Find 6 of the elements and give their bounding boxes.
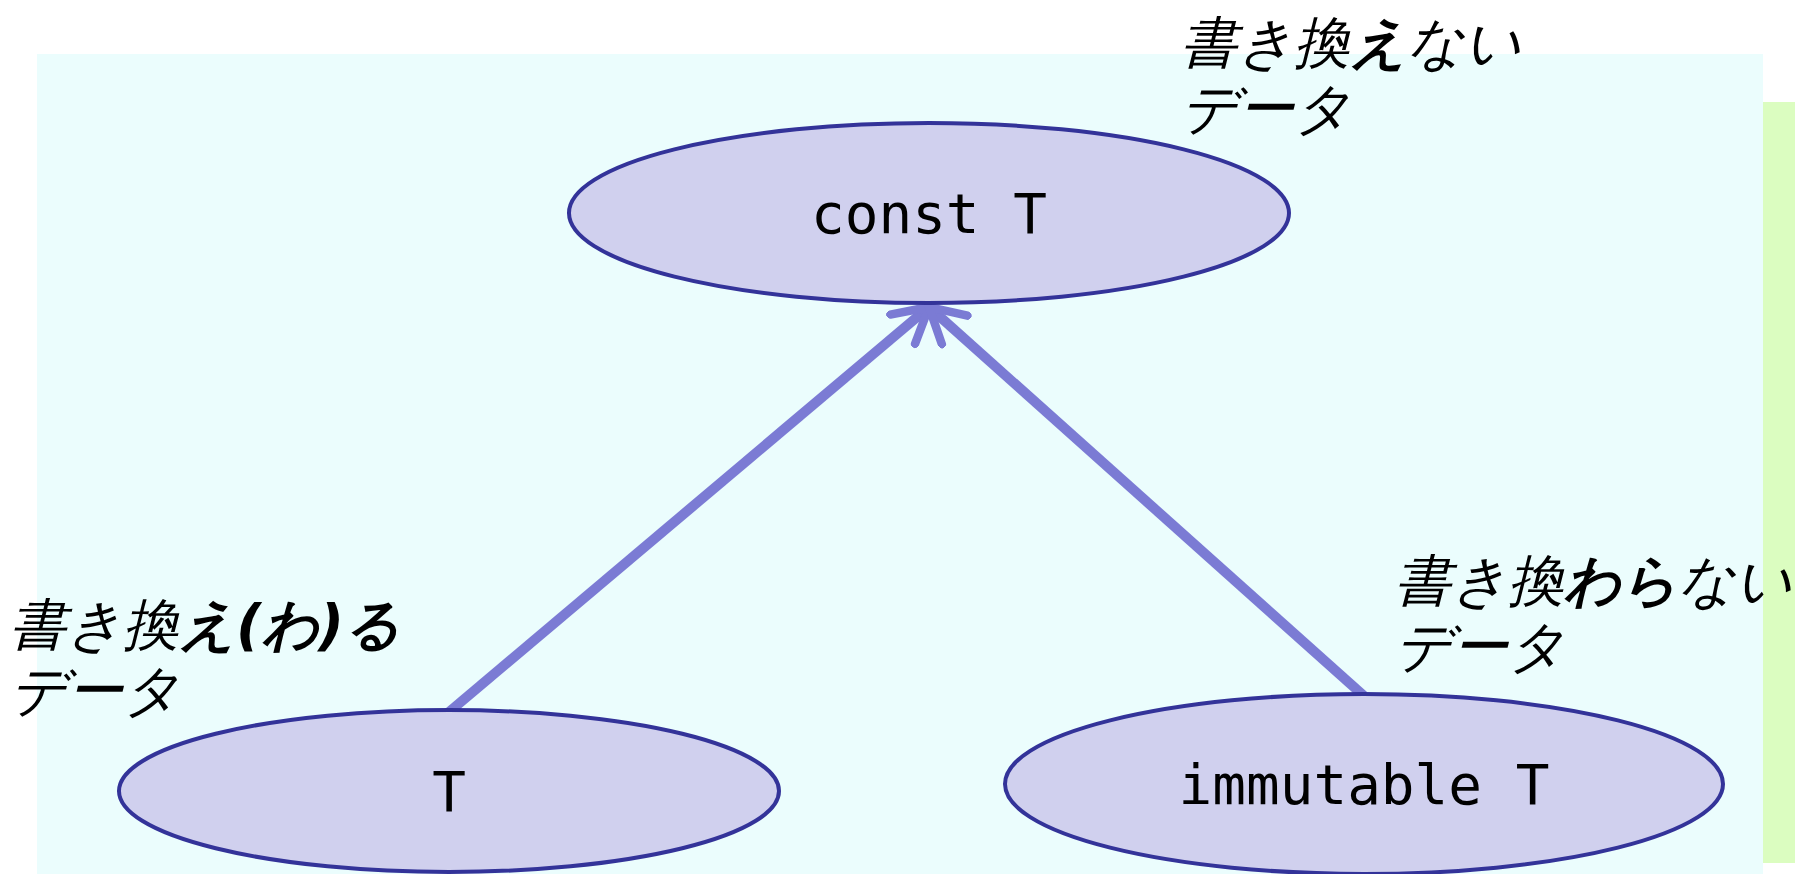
annotation-text: 書き換わらないデータ: [1395, 548, 1793, 680]
node-label: const T: [811, 180, 1047, 246]
node-label: T: [432, 758, 466, 824]
annotation-text: 書き換えないデータ: [1181, 10, 1522, 142]
annotation-text: 書き換え(わ)るデータ: [10, 592, 403, 724]
node-label: immutable T: [1178, 751, 1550, 817]
